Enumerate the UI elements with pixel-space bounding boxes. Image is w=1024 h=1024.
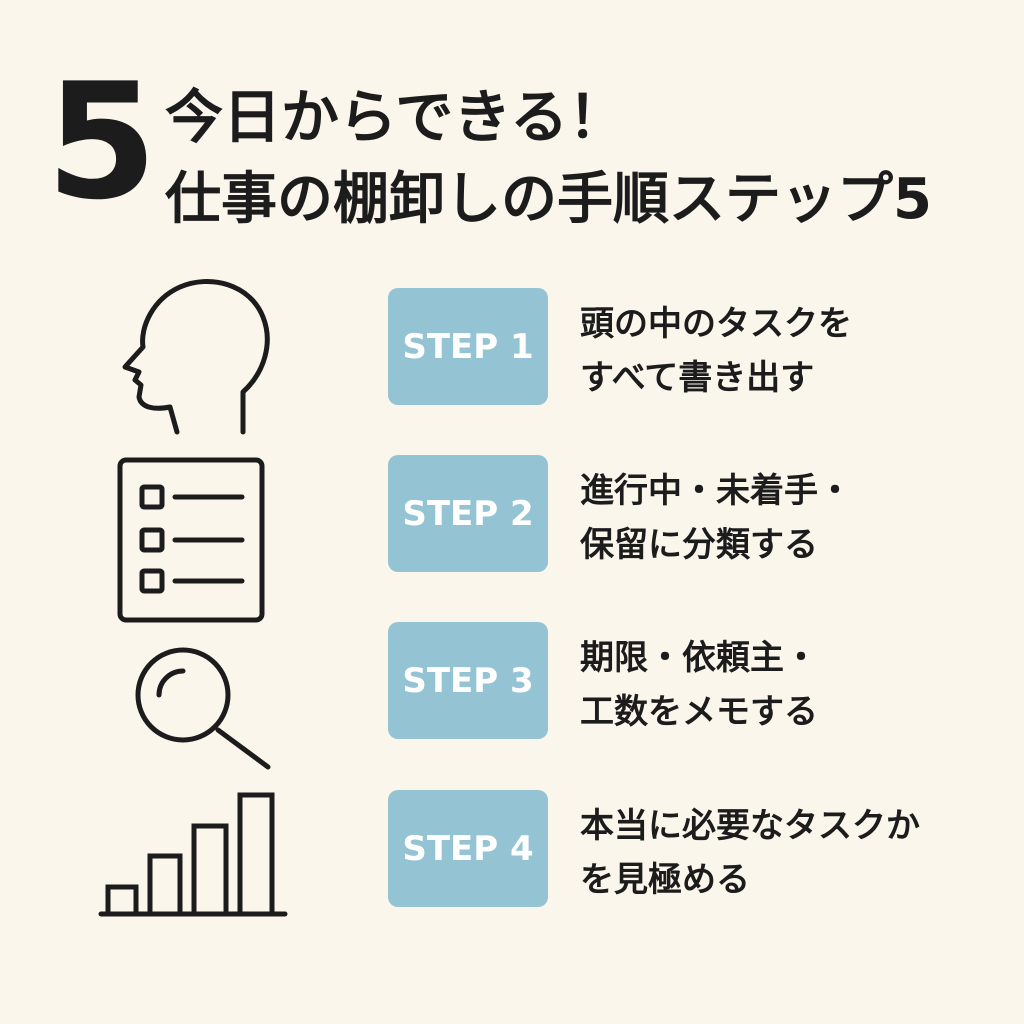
step-1-line-2: すべて書き出す	[580, 358, 815, 398]
step-3-description: 期限・依頼主・ 工数をメモする	[580, 631, 818, 739]
checklist-icon	[117, 457, 265, 623]
step-1-badge: STEP 1	[388, 288, 548, 405]
step-2-badge: STEP 2	[388, 455, 548, 572]
step-2-line-2: 保留に分類する	[580, 525, 818, 565]
step-2-line-1: 進行中・未着手・	[580, 471, 852, 511]
step-4-badge: STEP 4	[388, 790, 548, 907]
head-icon	[115, 272, 275, 437]
step-2-description: 進行中・未着手・ 保留に分類する	[580, 464, 852, 572]
step-4-description: 本当に必要なタスクか を見極める	[580, 799, 920, 907]
title-number: 5	[46, 48, 158, 235]
title-line-1: 今日からできる！	[165, 83, 627, 151]
step-3-badge: STEP 3	[388, 622, 548, 739]
step-1-line-1: 頭の中のタスクを	[580, 304, 852, 344]
step-1-description: 頭の中のタスクを すべて書き出す	[580, 297, 852, 405]
step-3-line-2: 工数をメモする	[580, 692, 818, 732]
title-line-2: 仕事の棚卸しの手順ステップ5	[165, 167, 932, 232]
step-3-line-1: 期限・依頼主・	[580, 638, 818, 678]
bar-chart-icon	[98, 790, 288, 920]
step-4-line-2: を見極める	[580, 860, 750, 900]
step-4-line-1: 本当に必要なタスクか	[580, 806, 920, 846]
magnifier-icon	[133, 645, 275, 773]
